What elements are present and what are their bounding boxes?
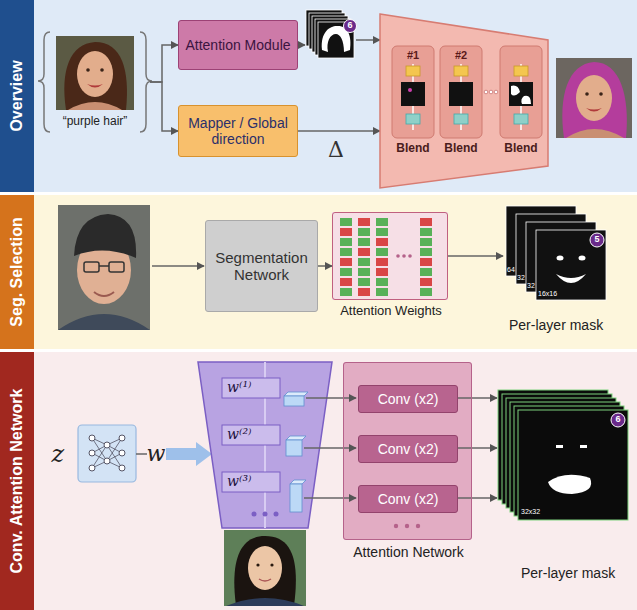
box-text: Conv (x2) (378, 391, 439, 407)
box-text: Conv (x2) (378, 441, 439, 457)
box-text: Segmentation Network (210, 249, 313, 284)
blend-layer: #1Blend (392, 46, 434, 138)
group-heading: Attention Weights (303, 304, 479, 319)
callout-number: 5 (595, 235, 600, 245)
callout-number: 6 (616, 415, 621, 425)
section-title: Conv. Attention Network (6, 352, 28, 610)
conv-box: Conv (x2) (358, 485, 458, 513)
attention-module-box: Attention Module (178, 20, 298, 70)
section-title: Seg. Selection (6, 195, 28, 349)
resolution-label: 32x32 (521, 508, 540, 516)
latent-symbol: w (147, 442, 166, 466)
layer-index: #2 (432, 49, 490, 62)
resolution-label: 32 (527, 282, 535, 290)
section-title: Overview (6, 0, 28, 192)
blend-layer: Blend (500, 46, 542, 138)
box-text: Conv (x2) (378, 491, 439, 507)
caption-label: Per-layer mask (521, 566, 615, 581)
input-prompt: “purple hair” (40, 30, 150, 134)
resolution-label: 32 (517, 274, 525, 282)
group-heading: Attention Network (314, 544, 503, 560)
resolution-label: 16x16 (538, 290, 557, 298)
blend-label: Blend (432, 142, 490, 156)
box-text: Attention Module (185, 37, 290, 53)
style-vector: w⁽²⁾ (227, 427, 251, 442)
layer-index: #1 (384, 49, 442, 62)
style-vector: w⁽³⁾ (227, 474, 251, 489)
prompt-text: “purple hair” (40, 115, 150, 129)
blend-layer: #2Blend (440, 46, 482, 138)
callout-number: 6 (348, 21, 353, 31)
blend-label: Blend (384, 142, 442, 156)
segmentation-box: Segmentation Network (205, 220, 318, 312)
conv-box: Conv (x2) (358, 435, 458, 463)
attention-network-box: Attention NetworkConv (x2)Conv (x2)Conv … (343, 362, 472, 540)
style-vector: w⁽¹⁾ (227, 380, 251, 395)
delta-symbol: Δ (328, 138, 344, 162)
resolution-label: 64 (507, 266, 515, 274)
attention-weights-box: Attention Weights (332, 212, 448, 300)
section-band: Overview “purple hair” Attention ModuleMap… (0, 0, 637, 192)
blend-label: Blend (492, 142, 550, 156)
box-text: Mapper / Global direction (183, 115, 293, 147)
caption-label: Per-layer mask (509, 318, 603, 333)
latent-symbol: z (52, 441, 65, 467)
conv-box: Conv (x2) (358, 385, 458, 413)
mapper-box: Mapper / Global direction (178, 105, 298, 157)
